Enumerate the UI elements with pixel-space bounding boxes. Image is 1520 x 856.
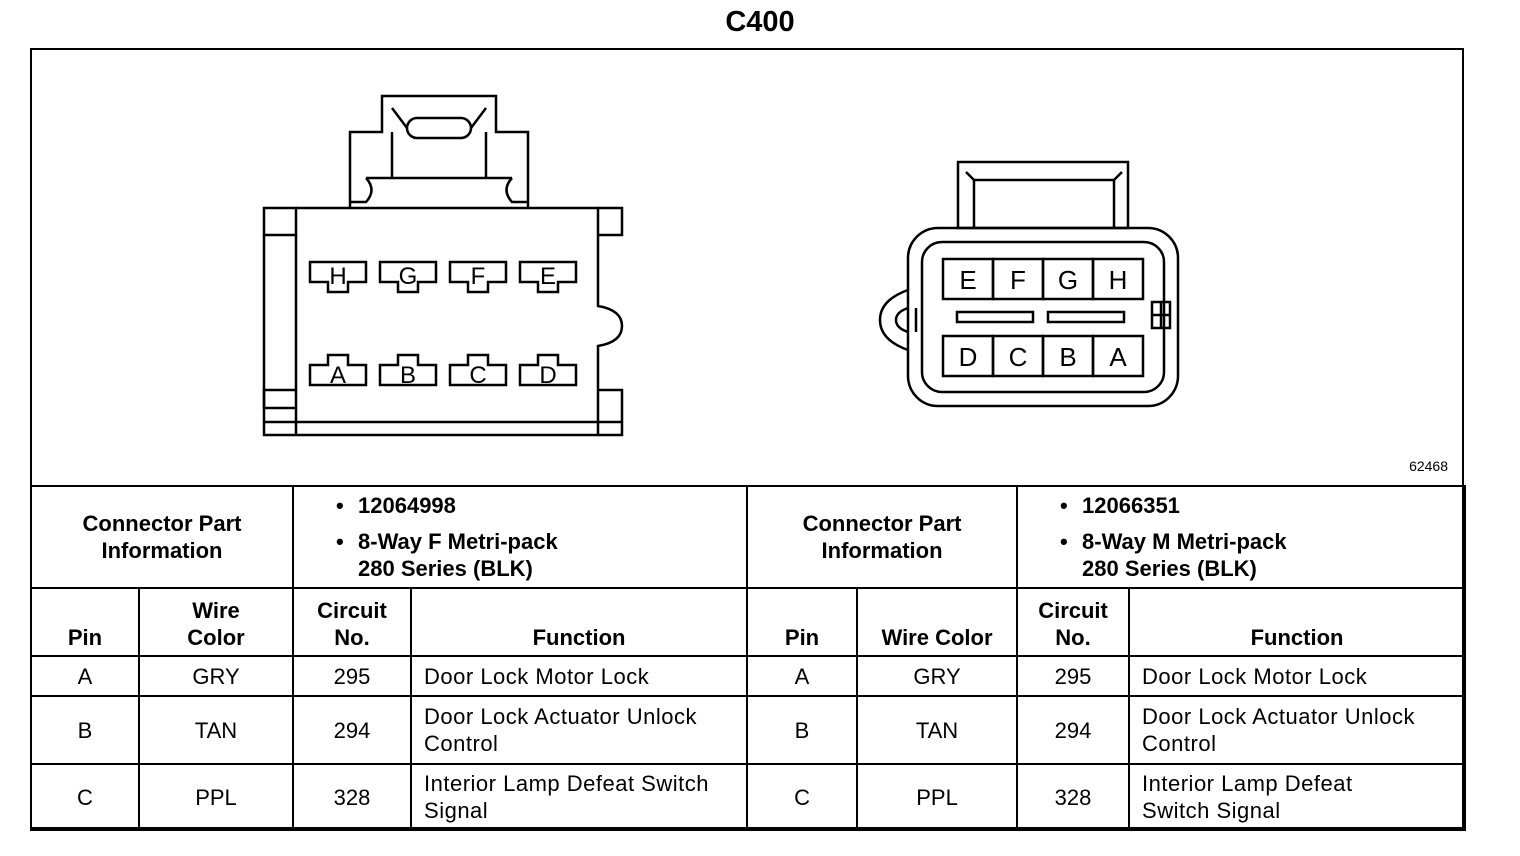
- wire-color-cell: PPL: [856, 763, 1019, 831]
- header-row: Pin Wire Color Circuit No. Function Pin …: [30, 587, 1467, 657]
- pin-cell: C: [746, 763, 859, 831]
- header-function-right: Function: [1128, 587, 1467, 657]
- wire-color-cell: PPL: [137, 763, 295, 831]
- pin-cavity: [1091, 257, 1145, 301]
- pin-cell: A: [746, 655, 859, 697]
- part-info-row: Connector Part Information •12064998 •8-…: [29, 485, 1467, 589]
- header-circuit-left: Circuit No.: [292, 587, 413, 657]
- pin-label: G: [399, 263, 418, 290]
- part-info-left: •12064998 •8-Way F Metri-pack 280 Series…: [292, 485, 749, 589]
- part-desc-left-1: 8-Way F Metri-pack: [358, 529, 558, 554]
- part-desc-right-2: 280 Series (BLK): [1082, 556, 1257, 581]
- pin-label: D: [539, 362, 556, 389]
- page-title: C400: [725, 6, 795, 38]
- header-pin-left: Pin: [30, 587, 140, 657]
- wire-color-cell: GRY: [856, 655, 1019, 697]
- pin-label: H: [1109, 265, 1128, 295]
- function-cell: Door Lock Actuator Unlock Control: [1128, 695, 1467, 765]
- circuit-cell: 295: [292, 655, 413, 697]
- circuit-cell: 328: [1016, 763, 1131, 831]
- male-connector-face: [878, 160, 1180, 408]
- wire-color-cell: GRY: [137, 655, 295, 697]
- wire-color-cell: TAN: [856, 695, 1019, 765]
- pin-cell: A: [30, 655, 140, 697]
- part-number-left: 12064998: [358, 493, 456, 518]
- function-cell: Door Lock Motor Lock: [410, 655, 749, 697]
- pin-label: F: [471, 263, 486, 290]
- part-info-label-left: Connector Part Information: [29, 485, 295, 589]
- pin-cavity: [448, 353, 508, 387]
- figure-number: 62468: [1409, 458, 1448, 474]
- circuit-cell: 328: [292, 763, 413, 831]
- function-cell: Door Lock Actuator Unlock Control: [410, 695, 749, 765]
- table-row: C PPL 328 Interior Lamp Defeat Switch Si…: [30, 763, 1467, 831]
- function-cell: Door Lock Motor Lock: [1128, 655, 1467, 697]
- female-connector-face: [262, 94, 624, 437]
- pin-label: C: [1009, 342, 1028, 372]
- pin-cell: C: [30, 763, 140, 831]
- header-circuit-right: Circuit No.: [1016, 587, 1131, 657]
- pin-label: E: [540, 263, 556, 290]
- female-connector-bottom-pins: A B C D: [308, 353, 578, 389]
- pin-label: C: [469, 362, 486, 389]
- pin-label: E: [959, 265, 976, 295]
- header-pin-right: Pin: [746, 587, 859, 657]
- header-wire-color-right: Wire Color: [856, 587, 1019, 657]
- pin-cavity: [308, 260, 368, 294]
- pin-label: B: [400, 362, 416, 389]
- part-info-label-right: Connector Part Information: [746, 485, 1019, 589]
- circuit-cell: 295: [1016, 655, 1131, 697]
- pin-cavity: [448, 260, 508, 294]
- pin-label: A: [330, 362, 346, 389]
- pin-cavity: [1091, 334, 1145, 378]
- circuit-cell: 294: [1016, 695, 1131, 765]
- pin-label: G: [1058, 265, 1078, 295]
- pin-cavity: [378, 260, 438, 294]
- function-cell: Interior Lamp Defeat Switch Signal: [1128, 763, 1467, 831]
- pin-cavity: [518, 353, 578, 387]
- header-function-left: Function: [410, 587, 749, 657]
- pin-label: D: [959, 342, 978, 372]
- pin-cavity: [518, 260, 578, 294]
- pin-label: B: [1059, 342, 1076, 372]
- table-row: A GRY 295 Door Lock Motor Lock A GRY 295…: [30, 655, 1467, 697]
- connector-pin-table: Connector Part Information •12064998 •8-…: [29, 485, 1467, 831]
- pin-cavity: [308, 353, 368, 387]
- pin-label: A: [1109, 342, 1127, 372]
- pin-cavity: [378, 353, 438, 387]
- part-info-right: •12066351 •8-Way M Metri-pack 280 Series…: [1016, 485, 1467, 589]
- pin-label: H: [329, 263, 346, 290]
- function-cell: Interior Lamp Defeat Switch Signal: [410, 763, 749, 831]
- male-connector-top-pins: E F G H: [941, 257, 1145, 301]
- part-number-right: 12066351: [1082, 493, 1180, 518]
- pin-cell: B: [746, 695, 859, 765]
- header-wire-color-left: Wire Color: [137, 587, 295, 657]
- part-desc-right-1: 8-Way M Metri-pack: [1082, 529, 1287, 554]
- pin-label: F: [1010, 265, 1026, 295]
- circuit-cell: 294: [292, 695, 413, 765]
- pin-cell: B: [30, 695, 140, 765]
- wire-color-cell: TAN: [137, 695, 295, 765]
- table-row: B TAN 294 Door Lock Actuator Unlock Cont…: [30, 695, 1467, 765]
- connector-diagram: H G F E A B C D E F G H D C B A: [262, 94, 1180, 437]
- part-desc-left-2: 280 Series (BLK): [358, 556, 533, 581]
